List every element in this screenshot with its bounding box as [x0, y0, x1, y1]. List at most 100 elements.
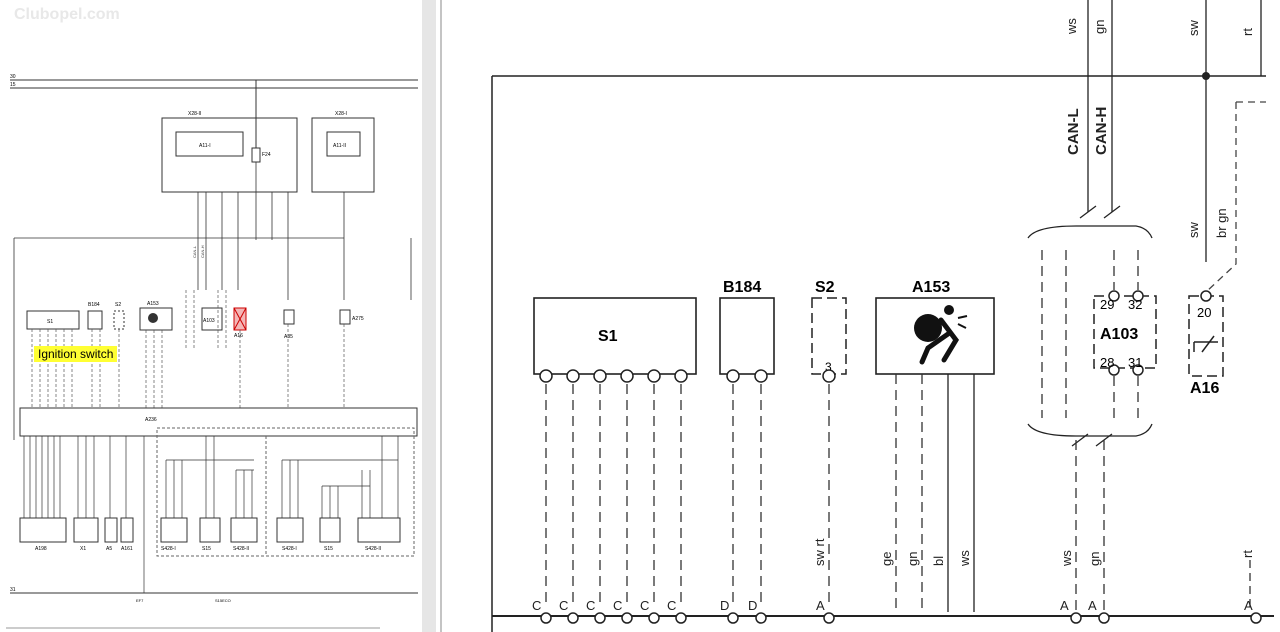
left-wire-label-canl: CAN-L	[192, 245, 197, 258]
left-wiring-diagram: 30 15 31 X28-II X28-I A11-I A11-II F24	[6, 74, 418, 629]
wire-label-gn-2: gn	[1087, 552, 1102, 566]
can-l-label: CAN-L	[1065, 108, 1082, 155]
rail-label-30: 30	[10, 74, 16, 80]
bottom-letter-d2: D	[748, 598, 757, 613]
top-wire-ws: ws	[1064, 18, 1079, 35]
wire-label-swrt: sw rt	[812, 538, 827, 566]
bus-module-a236	[19, 407, 418, 437]
top-wire-rt: rt	[1240, 28, 1255, 36]
s1-label: S1	[598, 328, 618, 345]
component-label-a103-small: A103	[203, 318, 215, 324]
component-label-a153-small: A153	[147, 301, 159, 307]
bottom-component-s15-a	[199, 517, 221, 543]
a16-wire-sw: sw	[1186, 222, 1201, 239]
left-wire-label-canh: CAN-H	[200, 245, 205, 258]
bottom-label-s428-i-b: S428-I	[282, 546, 297, 552]
bottom-letter-a4: A	[1244, 598, 1253, 613]
bottom-component-a161	[120, 517, 134, 543]
bottom-label-x1: X1	[80, 546, 86, 552]
a16-wire-brgn: br gn	[1214, 208, 1229, 238]
bottom-label-s428-ii-a: S428-II	[233, 546, 249, 552]
bottom-letter-c3: C	[586, 598, 595, 613]
wire-label-rt: rt	[1240, 550, 1255, 558]
bottom-component-s428-i-a	[160, 517, 188, 543]
box-x28-i	[311, 117, 375, 193]
wire-label-ws: ws	[957, 550, 972, 567]
bottom-component-s428-ii-b	[357, 517, 401, 543]
module-a11-i	[175, 131, 244, 157]
a16-label: A16	[1190, 380, 1219, 397]
module-label-a11-i: A11-I	[199, 143, 211, 149]
bottom-letter-c4: C	[613, 598, 622, 613]
component-label-s1-small: S1	[47, 319, 53, 325]
component-label-b184-small: B184	[88, 302, 100, 308]
a103-pin-29: 29	[1100, 297, 1114, 312]
bottom-label-s15-a: S15	[202, 546, 211, 552]
bottom-footer-ef7: EF7	[136, 598, 144, 603]
a103-pin-32: 32	[1128, 297, 1142, 312]
component-b184	[719, 297, 775, 375]
a103-label: A103	[1100, 326, 1138, 343]
watermark-text: Clubopel.com	[14, 6, 120, 23]
module-label-a11-ii: A11-II	[333, 143, 346, 149]
bottom-label-s15-b: S15	[324, 546, 333, 552]
group-box-bottom	[156, 427, 415, 557]
ignition-switch-highlight: Ignition switch	[34, 346, 118, 362]
bottom-letter-c5: C	[640, 598, 649, 613]
bottom-letter-c2: C	[559, 598, 568, 613]
wire-label-gn: gn	[905, 552, 920, 566]
bottom-label-a5: A5	[106, 546, 112, 552]
component-s1-small	[26, 310, 80, 330]
left-diagram-pane: Clubopel.com 30 15 31 X28-II X28-I A11-I…	[0, 0, 422, 632]
component-s1	[533, 297, 697, 375]
component-a35-small	[283, 309, 295, 325]
component-label-a35-small: A35	[284, 334, 293, 340]
a103-pin-28: 28	[1100, 355, 1114, 370]
bottom-label-s428-ii-b: S428-II	[365, 546, 381, 552]
can-h-label: CAN-H	[1093, 107, 1110, 155]
fuse-f24	[251, 147, 261, 163]
right-wiring-diagram-zoomed: ws gn sw rt CAN-L CAN-H sw br gn	[440, 0, 1274, 632]
bottom-letter-d1: D	[720, 598, 729, 613]
component-label-a275-small: A275	[352, 316, 364, 322]
bottom-component-a198	[19, 517, 67, 543]
component-a275-small	[339, 309, 351, 325]
bottom-footer-s15eco: S15ECO	[215, 598, 231, 603]
s2-label: S2	[815, 279, 835, 296]
bottom-letter-a3: A	[1088, 598, 1097, 613]
s2-pin-3: 3	[825, 360, 832, 374]
bottom-label-s428-i-a: S428-I	[161, 546, 176, 552]
rail-label-15: 15	[10, 82, 16, 88]
box-label-x28-i: X28-I	[335, 111, 347, 117]
rail-label-31: 31	[10, 587, 16, 593]
component-b184-small	[87, 310, 103, 330]
a16-pin-20: 20	[1197, 305, 1211, 320]
box-x28-ii	[161, 117, 298, 193]
fuse-label-f24: F24	[262, 152, 271, 158]
component-s2-small	[113, 310, 125, 330]
bottom-letter-a2: A	[1060, 598, 1069, 613]
wire-label-bl: bl	[931, 556, 946, 566]
top-wire-gn: gn	[1092, 20, 1107, 34]
a153-label: A153	[912, 279, 950, 296]
bottom-label-a198: A198	[35, 546, 47, 552]
module-a11-ii	[326, 131, 361, 157]
bottom-label-a161: A161	[121, 546, 133, 552]
pane-divider	[422, 0, 436, 632]
b184-label: B184	[723, 279, 761, 296]
wire-label-ws-2: ws	[1059, 550, 1074, 567]
a103-pin-31: 31	[1128, 355, 1142, 370]
bottom-component-x1	[73, 517, 99, 543]
bottom-component-s428-i-b	[276, 517, 304, 543]
bottom-component-s15-b	[319, 517, 341, 543]
right-diagram-pane: ws gn sw rt CAN-L CAN-H sw br gn	[436, 0, 1280, 632]
bottom-component-a5	[104, 517, 118, 543]
bottom-letter-c6: C	[667, 598, 676, 613]
component-a103-small	[201, 307, 223, 331]
component-label-s2-small: S2	[115, 302, 121, 308]
box-label-x28-ii: X28-II	[188, 111, 201, 117]
bottom-letter-a1: A	[816, 598, 825, 613]
component-label-a16-small: A16	[234, 333, 243, 339]
bottom-component-s428-ii-a	[230, 517, 258, 543]
wire-label-ge: ge	[879, 552, 894, 566]
